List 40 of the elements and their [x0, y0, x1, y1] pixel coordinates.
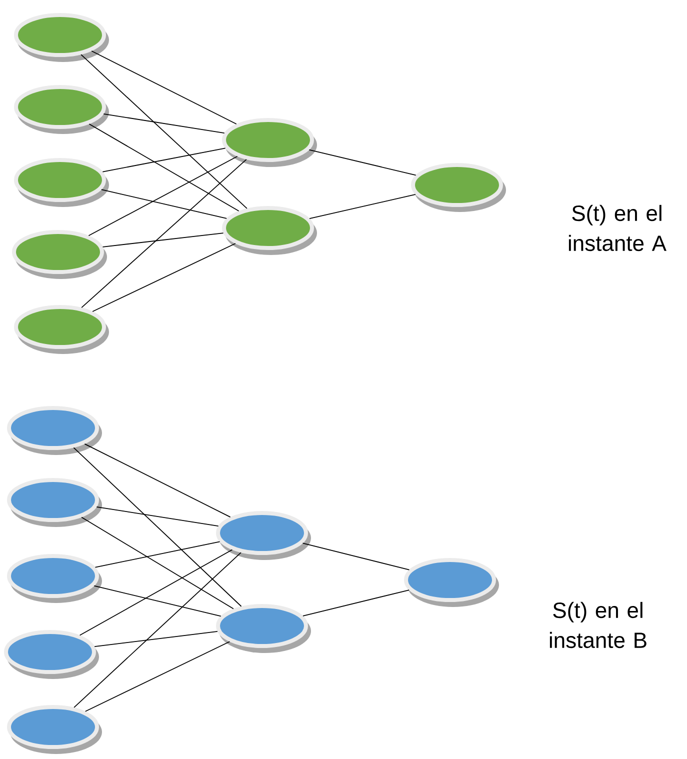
connector-line [88, 124, 240, 212]
connector-line [100, 189, 228, 219]
caption-text: S(t) en el instante A [568, 204, 666, 252]
ellipse-node [14, 85, 109, 134]
connector-line [94, 585, 222, 617]
ellipse-node [14, 305, 109, 354]
ellipse-node [12, 230, 107, 279]
connector-line [94, 631, 218, 647]
connector-line [308, 149, 416, 176]
connector-line [103, 113, 225, 134]
connector-line [84, 641, 230, 712]
ellipse-node [216, 604, 311, 653]
ellipse-node [7, 406, 102, 455]
ellipse-node [7, 478, 102, 527]
connector-line [92, 243, 236, 312]
ellipse-node [14, 13, 109, 62]
connector-line [94, 541, 220, 568]
connector-line [84, 444, 231, 518]
connector-line [302, 590, 410, 616]
ellipse-node [14, 158, 109, 207]
connector-line [96, 506, 219, 527]
connector-line [73, 447, 242, 607]
connector-line [81, 516, 234, 610]
caption-text: S(t) en el instante B [550, 602, 646, 648]
ellipse-node [7, 705, 102, 754]
ellipse-node [216, 511, 311, 560]
ellipse-node [222, 206, 317, 255]
connector-line [81, 158, 247, 308]
connector-line [302, 542, 410, 570]
ellipse-node [4, 630, 99, 679]
ellipse-node [7, 554, 102, 603]
connector-line [74, 552, 242, 708]
ellipse-node [222, 118, 317, 167]
connector-line [80, 54, 248, 209]
connector-line [91, 50, 237, 124]
connector-line [79, 549, 233, 636]
connector-line [102, 148, 226, 172]
connector-line [102, 232, 224, 248]
connector-line [88, 156, 238, 236]
connector-line [309, 194, 416, 219]
